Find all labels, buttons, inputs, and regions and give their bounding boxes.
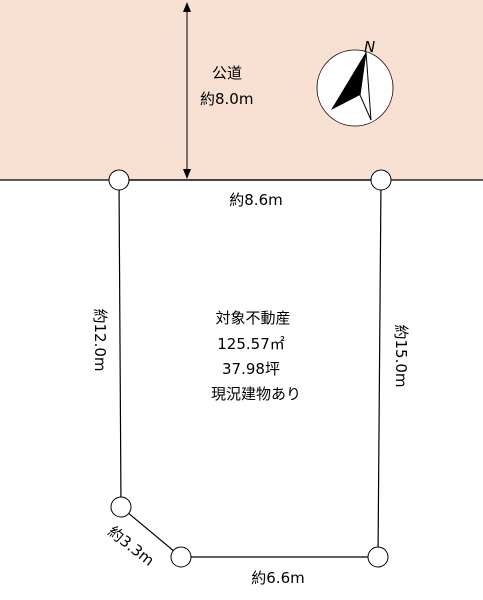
road-width-label: 約8.0m	[200, 90, 253, 108]
property-area-tsubo: 37.98坪	[222, 360, 280, 378]
property-status: 現況建物あり	[211, 385, 301, 403]
boundary-corner-marker	[110, 496, 132, 518]
compass-north-label: N	[364, 38, 375, 56]
north-arrow-icon	[316, 49, 394, 127]
right-boundary-length: 約15.0m	[392, 324, 410, 387]
public-road	[0, 0, 483, 180]
lot-boundary	[118, 179, 382, 558]
top-boundary-length: 約8.6m	[229, 191, 282, 209]
left-boundary-length: 約12.0m	[91, 308, 109, 371]
property-area-sqm: 125.57㎡	[217, 335, 285, 353]
road-width-arrow	[183, 2, 191, 179]
boundary-corner-marker	[108, 169, 130, 191]
road-name: 公道	[212, 64, 242, 82]
boundary-corner-marker	[170, 546, 192, 568]
corner-boundary-length: 約3.3m	[104, 523, 157, 570]
boundary-corner-marker	[367, 546, 389, 568]
boundary-corner-marker	[370, 169, 392, 191]
bottom-boundary-length: 約6.6m	[251, 569, 304, 587]
property-title: 対象不動産	[215, 309, 290, 327]
